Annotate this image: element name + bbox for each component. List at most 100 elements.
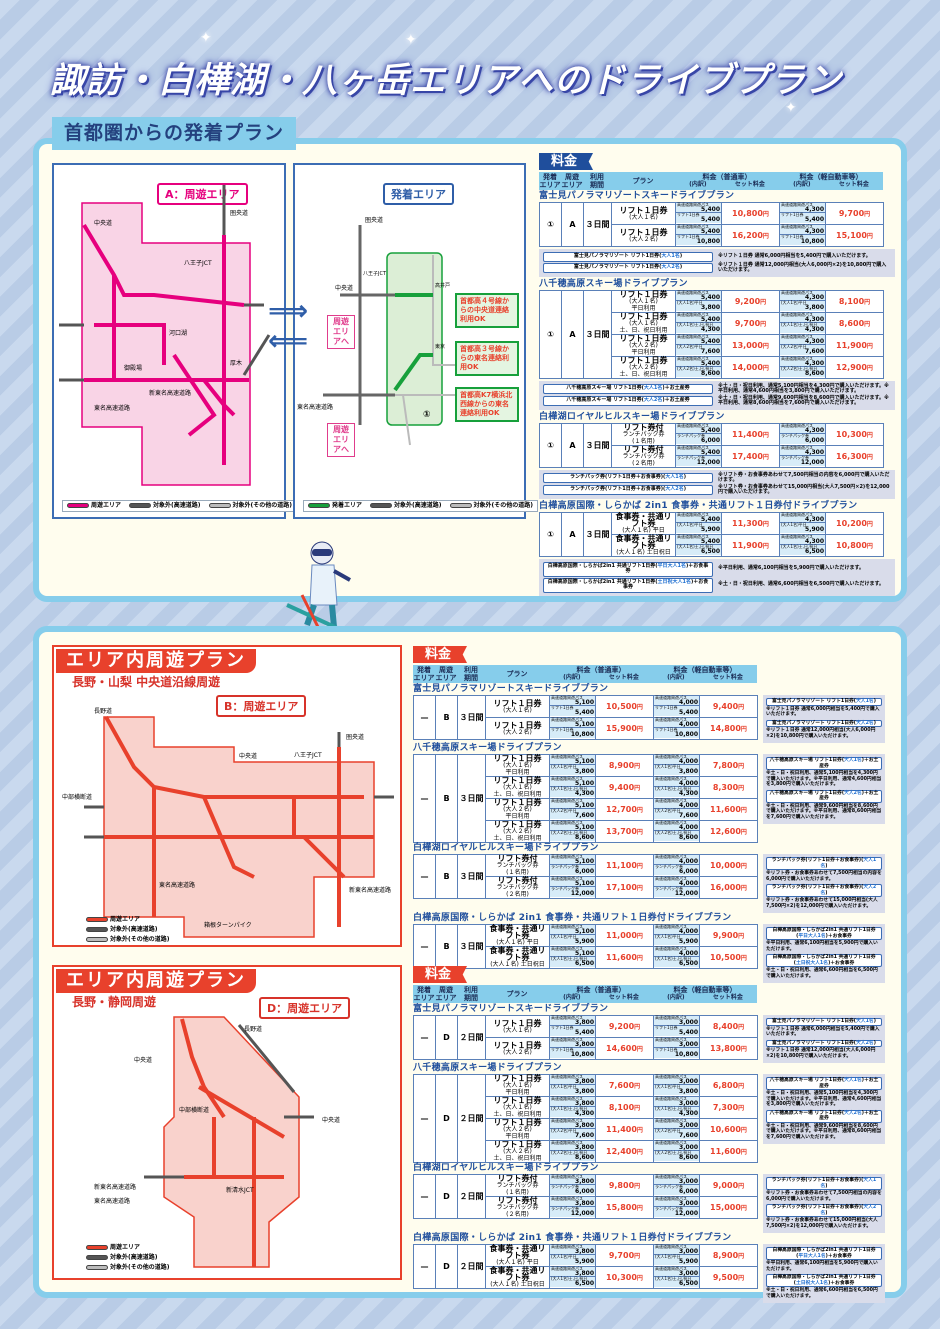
- note-label-text: 富士見パノラマリゾート リフト1日券(: [772, 1040, 856, 1046]
- header-set: セット料金: [712, 994, 743, 1001]
- area-d-subtitle: 長野・静岡周遊: [72, 995, 157, 1009]
- set-price-reg: 13,000円: [721, 333, 780, 357]
- set-price-kei: 12,600円: [699, 820, 758, 843]
- option-label: リフト1日券: [781, 234, 804, 239]
- plan-line: (大人１名): [503, 706, 532, 714]
- option-label: (大人1名)土,日,祝日: [781, 543, 818, 549]
- note-label: 白樺高原国際・しらかば2in1 共通リフト1日券(土日祝大人1名)＋お食事券: [766, 1274, 882, 1287]
- toll-value: 4,000: [679, 950, 698, 957]
- set-price-reg: 11,400円: [595, 1118, 654, 1141]
- map-road-label: 東京: [435, 343, 445, 350]
- option-value: 6,500: [679, 960, 698, 967]
- option-label: ランチパック券: [551, 1184, 579, 1189]
- toll-value: 5,400: [701, 228, 720, 235]
- note-label: ランチパック券(リフト1日券＋お食事券)(大人2名): [543, 485, 713, 495]
- price-value: 9,200: [608, 1022, 635, 1031]
- header-wrap: 発着エリア周遊エリア利用期間プラン料金（普通車）(内訳)セット料金料金（軽自動車…: [413, 665, 757, 684]
- toll-label: 高速道路周遊パス: [551, 1074, 583, 1079]
- cell-area: A: [561, 289, 584, 379]
- note-item: 八千穂高原スキー場 リフト1日券(大人1名)＋お土産券※土・日・祝日利用、通常5…: [766, 1077, 882, 1108]
- yen-unit: 円: [636, 807, 643, 814]
- note-label: 富士見パノラマリゾート リフト1日券(大人1名): [543, 252, 713, 262]
- yen-unit: 円: [866, 233, 873, 240]
- plan-notes: ランチパック券(リフト1日券＋お食事券)(大人1名)※リフト券・お食事券あわせて…: [539, 469, 895, 499]
- cell-plan: リフト１日券(大人２名)土、日、祝日利用: [611, 355, 676, 379]
- option-value: 7,600: [575, 812, 594, 819]
- option-label: リフト1日券: [677, 212, 700, 217]
- yen-unit: 円: [740, 726, 747, 733]
- note-label-tail: )＋お土産券: [819, 1110, 879, 1122]
- note-label: ランチパック券(リフト1日券＋お食事券)(大人2名): [766, 1204, 882, 1217]
- option-value: 12,000: [570, 1210, 594, 1217]
- toll-label: 高速道路周遊パス: [655, 1266, 687, 1271]
- set-price-reg: 13,700円: [595, 820, 654, 843]
- cell-plan: リフト券付ランチパック券(２名用): [611, 444, 676, 468]
- note-item: 八千穂高原スキー場 リフト1日券(大人1名)＋お土産券※土・日・祝日利用、通常5…: [766, 757, 882, 788]
- note-label: 八千穂高原スキー場 リフト1日券(大人2名)＋お土産券: [766, 789, 882, 803]
- toll-label: 高速道路周遊パス: [781, 355, 813, 361]
- option-label: ランチパック券: [781, 454, 809, 460]
- plan-section-title: 八千穂高原スキー場ドライブプラン: [539, 278, 688, 289]
- option-value: 6,000: [575, 868, 594, 875]
- header-plan: プラン: [632, 177, 654, 185]
- plan-line: リフト１日券: [493, 1096, 542, 1105]
- note-label-highlight: 土日祝大人1名: [795, 960, 829, 966]
- price-panel-d: 料金発着エリア周遊エリア利用期間プラン料金（普通車）(内訳)セット料金料金（軽自…: [413, 963, 885, 1303]
- cell-days: ２日間: [457, 1244, 486, 1289]
- toll-label: 高速道路周遊パス: [781, 224, 813, 229]
- set-price-reg: 17,400円: [721, 444, 780, 468]
- note-label-highlight: 土日祝大人1名: [795, 1280, 829, 1286]
- toll-label: 高速道路周遊パス: [551, 924, 583, 929]
- price-table-header: 発着エリア周遊エリア利用期間プラン料金（普通車）(内訳)セット料金料金（軽自動車…: [539, 172, 883, 191]
- toll-value: 4,300: [805, 206, 824, 213]
- set-price-kei: 8,300円: [699, 776, 758, 799]
- yen-unit: 円: [864, 298, 871, 306]
- option-value: 4,300: [679, 1110, 698, 1117]
- plan-line: (２名用): [506, 1211, 529, 1218]
- option-value: 12,000: [570, 890, 594, 897]
- header-plan: プラン: [506, 670, 528, 678]
- note-label-text: 八千穂高原スキー場 リフト1日券(: [769, 1110, 845, 1116]
- option-value: 7,600: [679, 1132, 698, 1139]
- note-label: 白樺高原国際・しらかば2in1 共通リフト1日券(平日大人1名)＋お食事券: [766, 927, 882, 940]
- header-label: 利用: [590, 173, 604, 181]
- set-price-reg: 9,200円: [595, 1015, 654, 1038]
- option-label: リフト1日券: [551, 1047, 574, 1052]
- set-price-reg: 10,800円: [721, 202, 780, 225]
- toll-label: 高速道路周遊パス: [655, 1037, 687, 1042]
- option-value: 8,600: [701, 369, 720, 377]
- note-text: ※リフト１日券 通常12,000円相当(大人6,000円×2)を10,800円で…: [766, 728, 876, 739]
- set-price-kei: 6,800円: [699, 1074, 758, 1097]
- note-item: ランチパック券(リフト1日券＋お食事券)(大人2名)※リフト券・お食事券あわせて…: [543, 484, 891, 496]
- legend-label: 対象外(高速道路): [110, 926, 158, 933]
- plan-line: (大人２名): [503, 828, 532, 835]
- note-label-text: 白樺高原国際・しらかば2in1 共通リフト1日券(: [772, 1275, 876, 1286]
- option-label: (大人2名)土,日,祝日: [551, 830, 588, 835]
- map-a-road-label: 圏央道: [230, 209, 248, 217]
- map-b-road-label: 東名高速道路: [159, 881, 195, 889]
- cell-depart: —: [413, 854, 436, 899]
- toll-label: 高速道路周遊パス: [551, 1174, 583, 1179]
- yen-unit: 円: [762, 211, 769, 218]
- toll-value: 5,400: [701, 448, 720, 456]
- toll-value: 3,000: [679, 1144, 698, 1151]
- cell-plan: 食事券・共通リフト券(大人１名) 土日祝日: [611, 533, 676, 557]
- yen-unit: 円: [636, 863, 643, 870]
